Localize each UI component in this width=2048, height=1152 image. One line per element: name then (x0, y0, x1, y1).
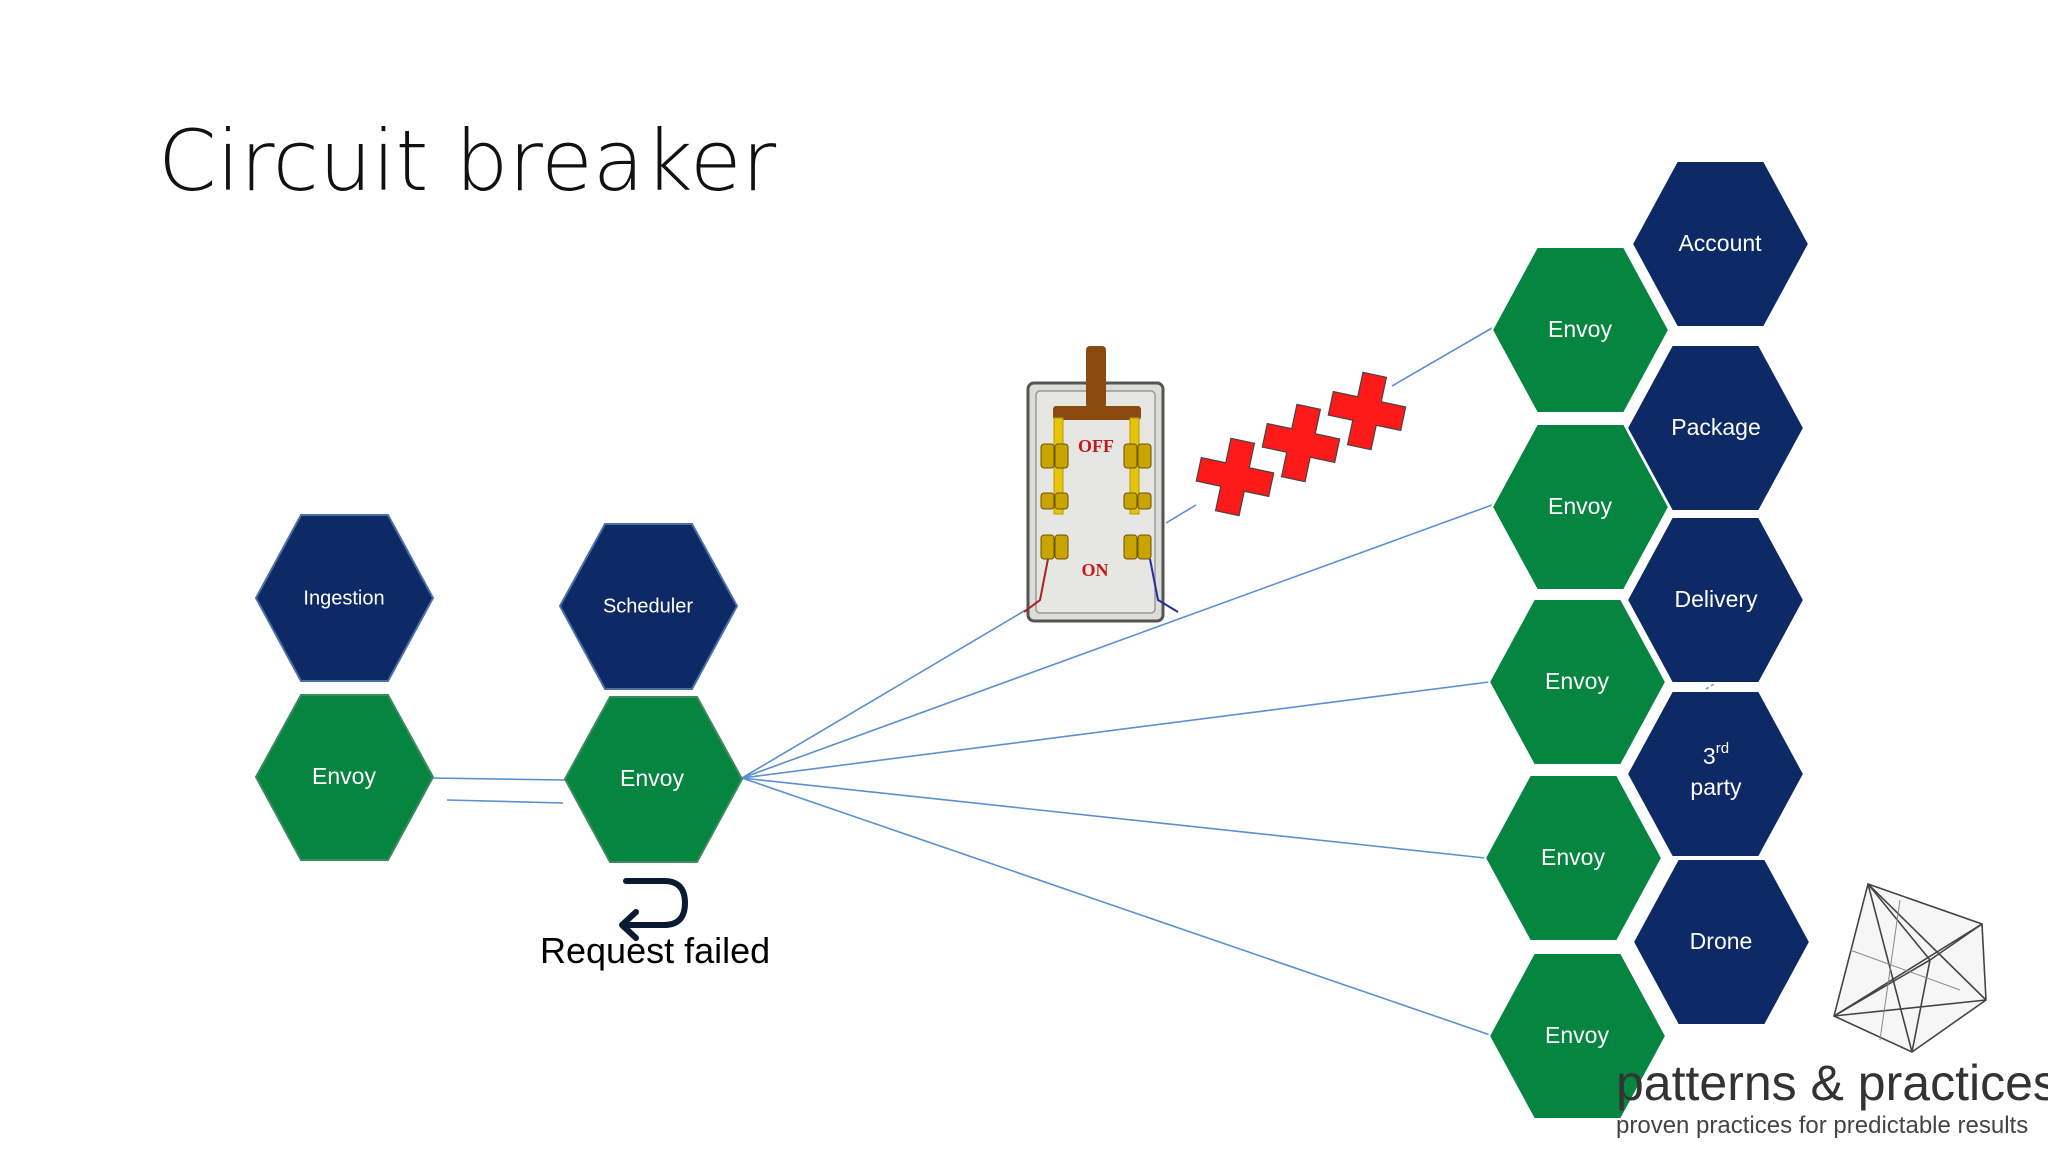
hex-label: Envoy (312, 763, 376, 789)
label-3: 3 (1703, 743, 1716, 769)
red-cross-icon (1195, 437, 1275, 517)
line-switch-to-cross (1165, 504, 1197, 524)
hex-label: Ingestion (303, 587, 384, 609)
red-cross-icon (1261, 403, 1341, 483)
hex-label: Envoy (1541, 844, 1605, 870)
hex-label: Drone (1690, 928, 1753, 954)
hex-drone: Drone (1631, 858, 1812, 1026)
connection-lines (431, 327, 1721, 1038)
hex-label: Delivery (1674, 586, 1758, 612)
hex-delivery: Delivery (1625, 516, 1806, 684)
hex-envoy-right-2: Envoy (1490, 423, 1671, 591)
line-to-envoy-3 (741, 681, 1490, 779)
line-to-envoy-5 (741, 777, 1497, 1038)
line-to-envoy-4 (741, 777, 1486, 859)
hex-scheduler: Scheduler (558, 523, 739, 690)
switch-on-label: ON (1082, 560, 1109, 580)
hex-envoy-right-3: Envoy (1487, 598, 1668, 766)
line-to-switch (741, 603, 1037, 779)
hex-label: Account (1678, 230, 1762, 256)
hex-account: Account (1630, 160, 1811, 328)
hex-label: Scheduler (603, 595, 693, 617)
footer-tagline: proven practices for predictable results (1616, 1112, 2029, 1139)
hex-label: Envoy (620, 765, 684, 791)
request-failed-label: Request failed (540, 930, 771, 971)
red-cross-icon (1327, 371, 1407, 451)
hex-label: Envoy (1548, 316, 1612, 342)
slide-title: Circuit breaker (158, 112, 777, 210)
hex-label-party: party (1690, 774, 1742, 800)
knife-switch-icon: OFF ON (1023, 346, 1179, 623)
hex-label: Envoy (1545, 668, 1609, 694)
hex-envoy-right-5: Envoy (1487, 952, 1668, 1120)
line-ingestion-scheduler-top (431, 777, 566, 781)
hex-scheduler-envoy: Envoy (563, 696, 744, 863)
hex-envoy-right-4: Envoy (1483, 774, 1664, 942)
line-cross-to-envoy-1 (1391, 327, 1493, 387)
hex-label: Envoy (1545, 1022, 1609, 1048)
switch-off-label: OFF (1078, 436, 1114, 456)
hex-label: Envoy (1548, 493, 1612, 519)
hex-envoy-right-1: Envoy (1490, 246, 1671, 414)
hex-ingestion-envoy: Envoy (254, 694, 435, 861)
footer-brand: patterns & practices (1616, 1055, 2048, 1111)
hex-package: Package (1625, 344, 1806, 512)
return-arrow-icon (619, 878, 688, 941)
hex-label: Package (1671, 414, 1761, 440)
line-ingestion-scheduler-bottom (446, 799, 564, 804)
line-to-envoy-2 (741, 504, 1493, 779)
hex-3rd-party: 3rd party (1625, 690, 1806, 858)
polyhedron-logo-icon (1833, 882, 1987, 1053)
label-rd: rd (1716, 740, 1729, 757)
red-crosses (1195, 371, 1407, 517)
hex-label-3rd: 3rd (1703, 740, 1729, 769)
hex-ingestion: Ingestion (254, 514, 435, 682)
